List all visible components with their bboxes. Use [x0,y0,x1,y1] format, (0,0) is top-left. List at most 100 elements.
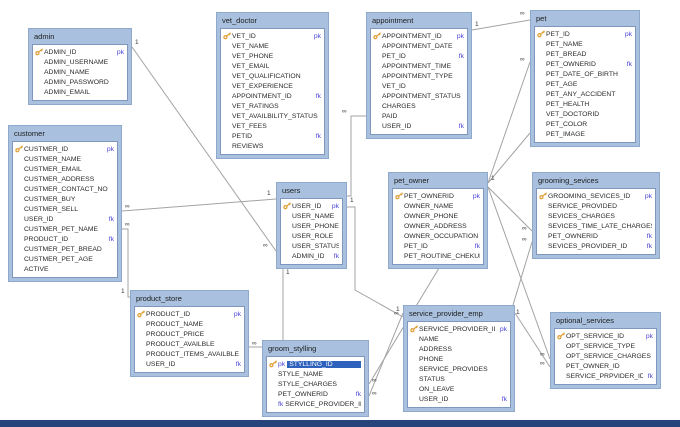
field-row[interactable]: STYLE_CHARGES [267,379,364,389]
field-row[interactable]: VET_PHONE [221,51,324,61]
field-row[interactable]: SERVICE_PROVIDED [537,201,655,211]
field-row[interactable]: OPT_SERVICE_TYPE [555,341,656,351]
field-row[interactable]: OPT_SERVICE_CHARGES [555,351,656,361]
table-title[interactable]: admin [34,32,55,41]
field-row[interactable]: CUSTMER_BUY [13,194,117,204]
field-row[interactable]: PET_BREAD [535,49,635,59]
field-row[interactable]: PRODUCT_NAME [135,319,244,329]
table-title[interactable]: vet_doctor [222,16,258,25]
field-row[interactable]: USER_ROLE [281,231,342,241]
field-row[interactable]: CUSTMER_PET_BREAD [13,244,117,254]
table-title[interactable]: optional_services [556,316,614,325]
field-row[interactable]: VET_EMAIL [221,61,324,71]
field-row[interactable]: CHARGES [371,101,467,111]
field-row[interactable]: STYLE_NAME [267,369,364,379]
field-row[interactable]: SEVICES_CHARGES [537,211,655,221]
relationship-line[interactable] [122,228,130,298]
relationship-line[interactable] [487,186,551,360]
field-row[interactable]: PRODUCT_AVAILBLE [135,339,244,349]
field-row[interactable]: OWNER_ADDRESS [393,221,483,231]
field-row[interactable]: ADDRESS [408,344,510,354]
field-row[interactable]: SEVICES_TIME_LATE_CHARGES [537,221,655,231]
relationship-line[interactable] [514,312,551,368]
field-row[interactable]: CUSTMER_CONTACT_NO [13,184,117,194]
field-row[interactable]: VET_QUALIFICATION [221,71,324,81]
field-row[interactable]: CUSTMER_SELL [13,204,117,214]
field-row[interactable]: STATUS [408,374,510,384]
relationship-line[interactable] [487,186,533,232]
field-row[interactable]: PET_IMAGE [535,129,635,139]
field-row[interactable]: ADMIN_USERNAME [33,57,127,67]
table-title[interactable]: users [282,186,301,195]
field-row[interactable]: VET_DOCTORID [535,109,635,119]
table-title[interactable]: customer [14,129,45,138]
relationship-line[interactable] [487,61,531,184]
field-row[interactable]: PET_HEALTH [535,99,635,109]
field-row[interactable]: PET_DATE_OF_BIRTH [535,69,635,79]
field-row[interactable]: PET_OWNER_ID [555,361,656,371]
field-row[interactable]: VET_ID [371,81,467,91]
field-row[interactable]: CUSTMER_ADDRESS [13,174,117,184]
field-row[interactable]: OWNER_OCCUPATION [393,231,483,241]
relationship-line[interactable] [368,312,404,397]
field-row[interactable]: USER_NAME [281,211,342,221]
field-row[interactable]: PRODUCT_ITEMS_AVAILBLE [135,349,244,359]
field-row[interactable]: PHONE [408,354,510,364]
field-row[interactable]: CUSTMER_PET_NAME [13,224,117,234]
relationship-line[interactable] [347,206,404,318]
table-title[interactable]: product_store [136,294,182,303]
field-row[interactable]: PET_NAME [535,39,635,49]
field-row[interactable]: VET_EXPERIENCE [221,81,324,91]
field-row[interactable]: PET_COLOR [535,119,635,129]
field-row[interactable]: PET_ANY_ACCIDENT [535,89,635,99]
field-row[interactable]: CUSTMER_EMAIL [13,164,117,174]
field-row[interactable]: USER_PHONE [281,221,342,231]
field-row[interactable]: VET_FEES [221,121,324,131]
field-row[interactable]: OWNER_PHONE [393,211,483,221]
field-row[interactable]: APPOINTMENT_DATE [371,41,467,51]
table-title[interactable]: grooming_sevices [538,176,599,185]
field-row[interactable]: SERVICE_PROVIDES [408,364,510,374]
relationship-line[interactable] [131,46,277,252]
field-row[interactable]: VET_RATINGS [221,101,324,111]
table-title[interactable]: pet [536,14,547,23]
table-title[interactable]: groom_stylling [268,344,317,353]
field-row[interactable]: PRODUCT_PRICE [135,329,244,339]
field-row[interactable]: OWNER_NAME [393,201,483,211]
field-row[interactable]: APPOINTMENT_TYPE [371,71,467,81]
field-row[interactable]: VET_AVAILBILITY_STATUS [221,111,324,121]
field-row[interactable]: NAME [408,334,510,344]
field-row[interactable]: PET_AGE [535,79,635,89]
field-row[interactable]: ADMIN_PASSWORD [33,77,127,87]
field-row[interactable]: ADMIN_NAME [33,67,127,77]
